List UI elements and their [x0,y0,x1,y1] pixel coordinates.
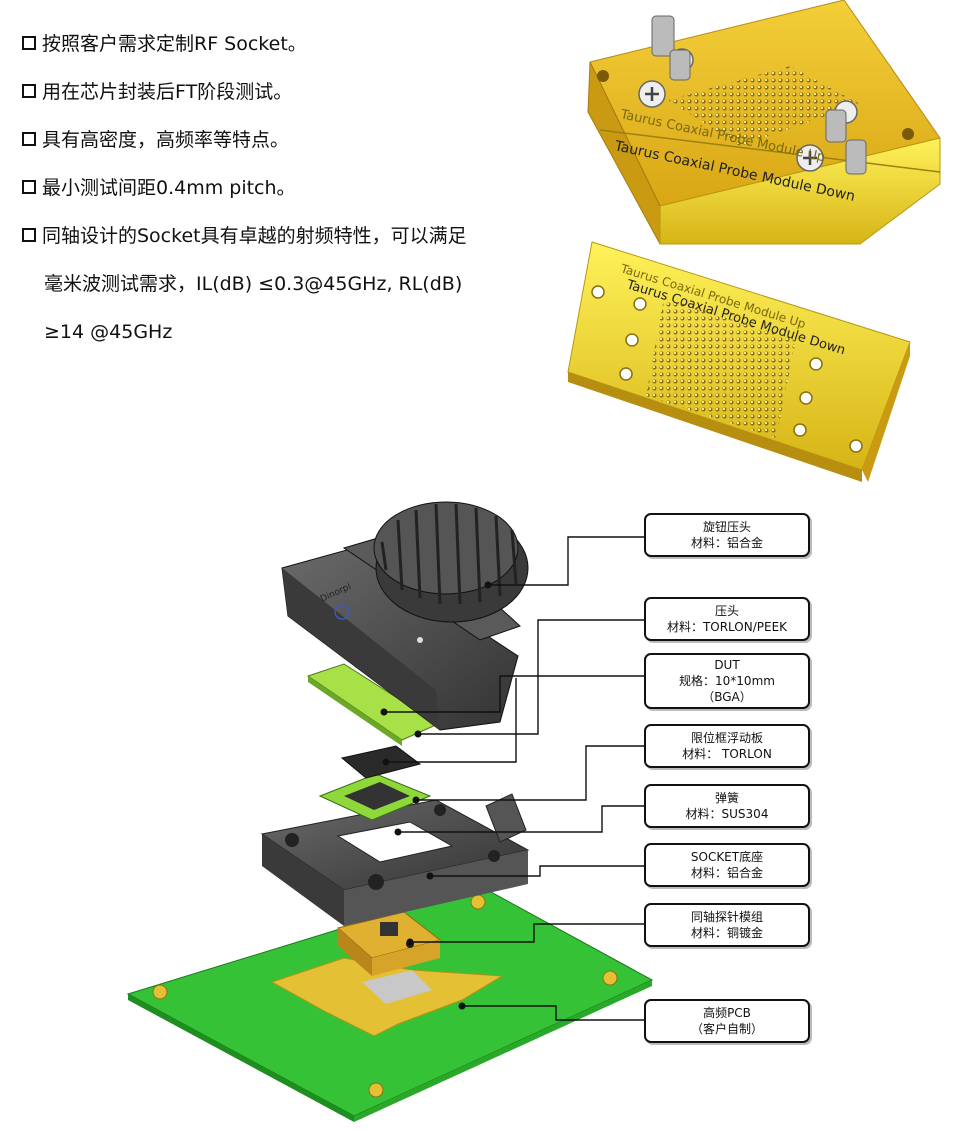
feature-item: 用在芯片封装后FT阶段测试。 [22,74,542,122]
callout-floating-plate: 限位框浮动板 材料： TORLON [644,724,810,768]
checkbox-square-icon [22,83,36,98]
feature-item: 具有高密度，高频率等特点。 [22,122,542,170]
callout-pressure-head: 压头 材料：TORLON/PEEK [644,597,810,641]
coaxial-probe-module [336,911,442,976]
pcb-board [126,885,654,1122]
leader-dots [380,581,492,1010]
floating-plate [318,745,432,821]
checkbox-square-icon [22,227,36,242]
rotary-knob [373,501,529,623]
callout-socket-base: SOCKET底座 材料：铝合金 [644,843,810,887]
checkbox-square-icon [22,131,36,146]
callout-rotary-knob: 旋钮压头 材料：铝合金 [644,513,810,557]
probe-module-bottom: Taurus Coaxial Probe Module Up Taurus Co… [567,241,911,482]
feature-item: 按照客户需求定制RF Socket。 [22,26,542,74]
probe-module-assembled: Taurus Coaxial Probe Module Up Taurus Co… [587,0,941,245]
callout-pcb: 高频PCB （客户自制） [644,999,810,1043]
feature-item-continuation: ≥14 @45GHz [44,321,173,343]
leader-lines [384,536,644,1021]
feature-item: 最小测试间距0.4mm pitch。 [22,170,542,218]
feature-list: 按照客户需求定制RF Socket。 用在芯片封装后FT阶段测试。 具有高密度，… [22,26,542,362]
callout-coaxial-probe: 同轴探针模组 材料：铜镀金 [644,903,810,947]
feature-item: 同轴设计的Socket具有卓越的射频特性，可以满足 [22,218,542,266]
callout-dut: DUT 规格：10*10mm （BGA） [644,653,810,709]
feature-item-continuation: 毫米波测试需求，IL(dB) ≤0.3@45GHz, RL(dB) [44,273,463,295]
callout-spring: 弹簧 材料：SUS304 [644,784,810,828]
checkbox-square-icon [22,35,36,50]
checkbox-square-icon [22,179,36,194]
